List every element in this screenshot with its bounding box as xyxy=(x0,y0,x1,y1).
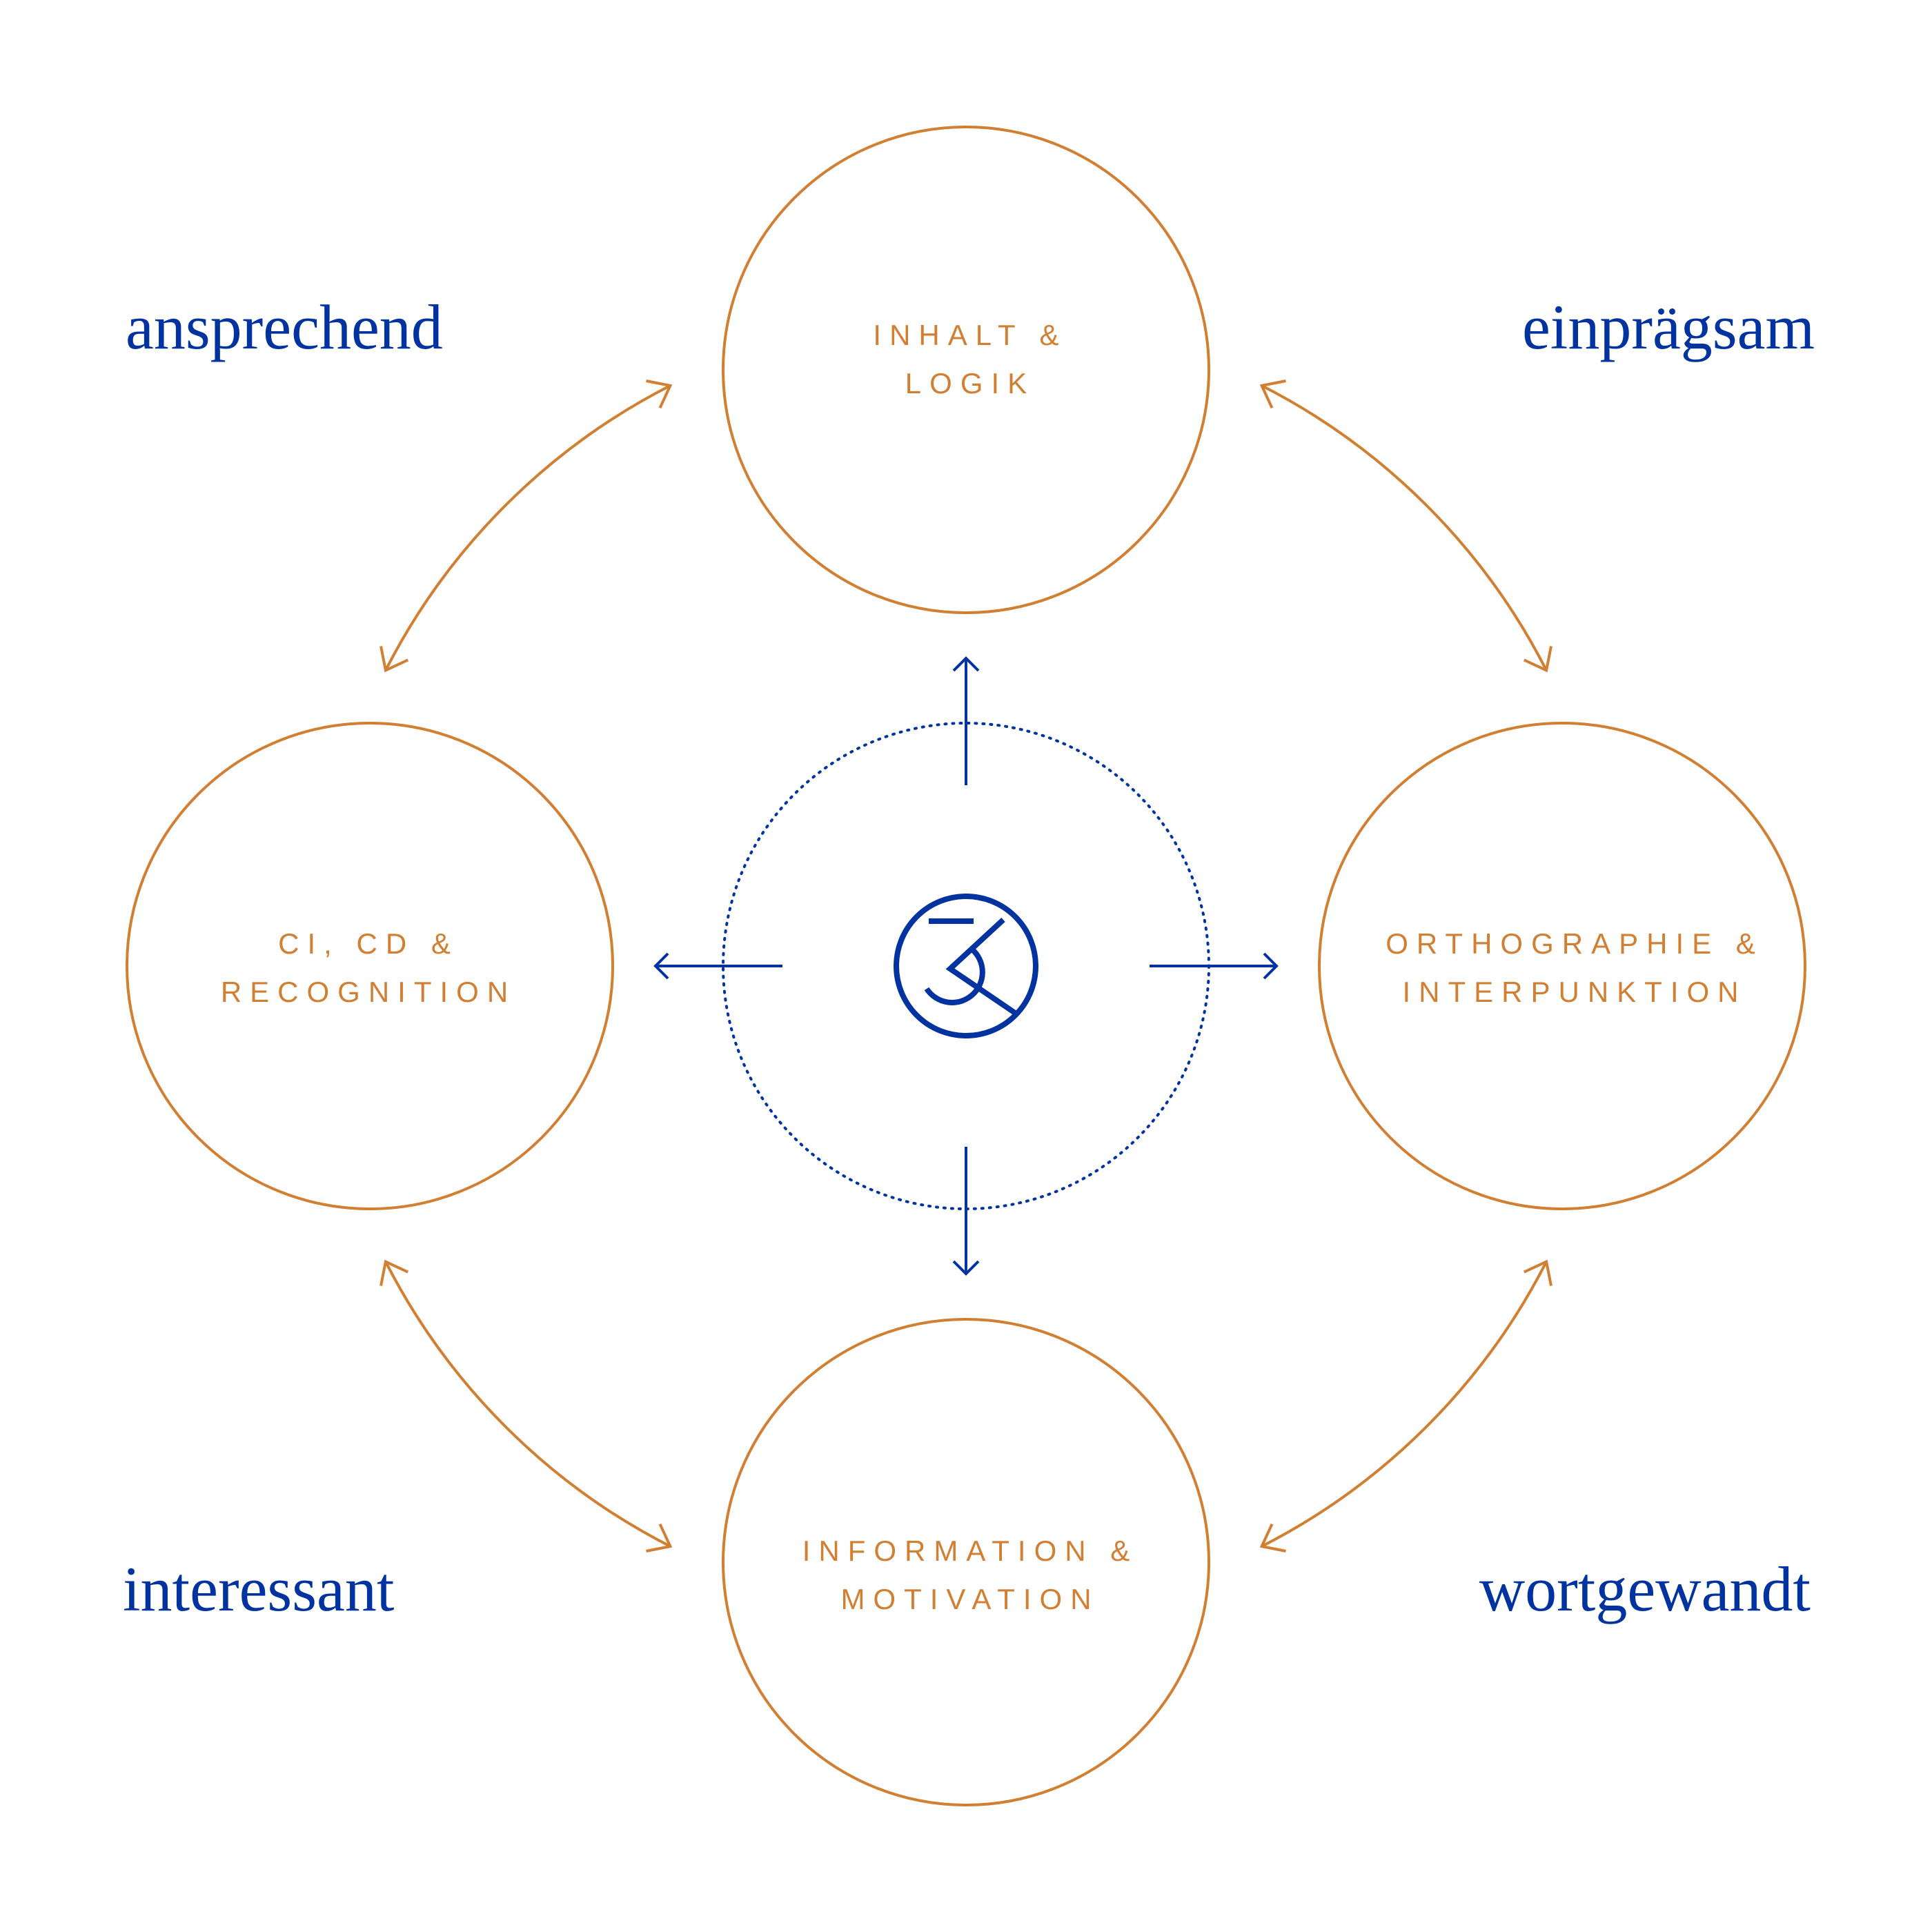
arc-bottom-left xyxy=(379,1259,673,1552)
circle-right xyxy=(1318,722,1806,1210)
arcs-group xyxy=(379,379,1552,1552)
circle-left xyxy=(126,722,614,1210)
word-top-right: einprägsam xyxy=(1522,292,1815,362)
circle-left-label-2: RECOGNITION xyxy=(221,976,516,1008)
circle-top xyxy=(722,126,1210,614)
circle-right-label-1: ORTHOGRAPHIE & xyxy=(1386,927,1764,960)
circle-bottom-label-2: MOTIVATION xyxy=(840,1583,1099,1615)
center-dotted-circle xyxy=(722,722,1210,1210)
circle-bottom xyxy=(722,1318,1210,1806)
circle-left-label-1: CI, CD & xyxy=(278,927,459,960)
circle-top-label-2: LOGIK xyxy=(905,367,1035,400)
arc-top-right xyxy=(1259,379,1552,673)
logo-3k-icon xyxy=(894,894,1038,1038)
arc-bottom-right xyxy=(1259,1259,1552,1552)
word-bottom-right: wortgewandt xyxy=(1479,1554,1811,1624)
circle-right-label-2: INTERPUNKTION xyxy=(1402,976,1746,1008)
word-top-left: ansprechend xyxy=(126,292,443,362)
circle-bottom-label-1: INFORMATION & xyxy=(802,1535,1138,1567)
circle-top-label-1: INHALT & xyxy=(873,319,1067,351)
arc-top-left xyxy=(379,379,673,673)
word-bottom-left: interessant xyxy=(123,1554,395,1624)
